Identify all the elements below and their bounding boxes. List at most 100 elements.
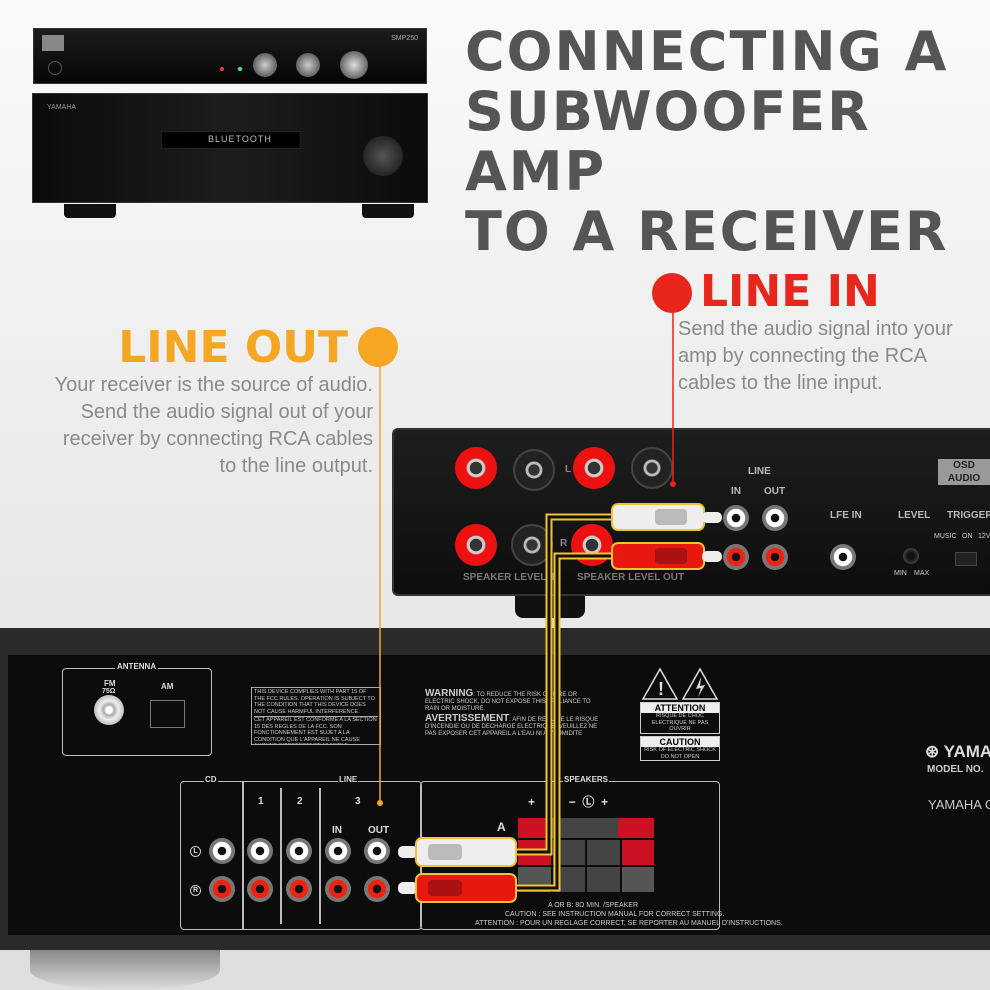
level-knob[interactable]	[903, 548, 919, 564]
sub-line-label: LINE	[748, 466, 771, 477]
line-in-description: Send the audio signal into your amp by c…	[678, 318, 953, 394]
front-units-image: SMP250 YAMAHA BLUETOOTH	[30, 28, 430, 218]
red-rca-plug-receiver	[398, 873, 517, 903]
white-rca-plug-receiver	[398, 837, 517, 867]
warning-heading: WARNING	[425, 688, 474, 699]
line-in-heading: LINE IN	[700, 266, 880, 317]
speaker-level-out-label: SPEAKER LEVEL OUT	[577, 572, 685, 583]
sub-line-in-label: IN	[731, 486, 741, 497]
warning-triangles-icon: !	[641, 667, 719, 700]
attention-label: ATTENTION RISQUE DE CHOC ELECTRIQUE NE P…	[640, 702, 720, 734]
fm-antenna-jack[interactable]	[94, 695, 124, 725]
sub-line-out-label: OUT	[764, 486, 786, 497]
line-3-out-label: OUT	[368, 825, 390, 836]
line3-out-left-jack[interactable]	[364, 838, 390, 864]
sub-l-label: L	[565, 464, 572, 475]
subwoofer-amp-front: SMP250	[33, 28, 427, 84]
trigger-on: ON	[962, 533, 973, 540]
line3-in-right-jack[interactable]	[325, 876, 351, 902]
level-max: MAX	[914, 570, 930, 577]
cd-right-jack[interactable]	[209, 876, 235, 902]
speaker-post-red	[455, 447, 497, 489]
cd-left-jack[interactable]	[209, 838, 235, 864]
receiver-volume-knob	[363, 136, 403, 176]
sub-r-label: R	[560, 538, 568, 549]
line-3-in-label: IN	[332, 825, 342, 836]
white-rca-plug-subamp	[611, 503, 722, 531]
title-line-1: CONNECTING A	[465, 20, 949, 83]
receiver-foot	[30, 950, 220, 990]
sub-line-out-left-jack[interactable]	[762, 505, 788, 531]
yamaha-brand-2: YAMAHA C	[928, 797, 990, 812]
phase-knob	[253, 53, 277, 77]
sub-line-in-right-jack[interactable]	[723, 544, 749, 570]
receiver-brand: YAMAHA	[47, 104, 77, 111]
caution-heading: CAUTION	[641, 737, 719, 747]
sub-line-out-right-jack[interactable]	[762, 544, 788, 570]
speaker-post-red	[455, 524, 497, 566]
line3-in-left-jack[interactable]	[325, 838, 351, 864]
divider	[242, 782, 244, 930]
right-channel-label: R	[190, 885, 201, 896]
line-in-callout-end	[670, 481, 676, 487]
speaker-terminal[interactable]	[587, 840, 620, 865]
yamaha-brand: ⊛ YAMAHA	[925, 742, 990, 762]
attention-bottom: ATTENTION : POUR UN REGLAGE CORRECT, SE …	[475, 920, 783, 927]
line-in-dot-icon	[652, 273, 692, 313]
attention-text: RISQUE DE CHOC ELECTRIQUE NE PAS OUVRIR	[651, 713, 709, 732]
page-title: CONNECTING A SUBWOOFER AMP TO A RECEIVER	[465, 22, 990, 262]
red-rca-cable	[515, 552, 612, 892]
line3-out-right-jack[interactable]	[364, 876, 390, 902]
warning-line: WARNING: TO REDUCE THE RISK OF FIRE OR E…	[425, 688, 605, 713]
line2-left-jack[interactable]	[286, 838, 312, 864]
title-line-3: TO A RECEIVER	[465, 200, 949, 263]
am-label: AM	[161, 682, 174, 691]
speaker-terminal[interactable]	[621, 840, 654, 865]
speaker-terminal[interactable]	[587, 867, 620, 892]
speaker-terminal[interactable]	[621, 867, 654, 892]
svg-text:!: !	[658, 679, 664, 699]
line1-left-jack[interactable]	[247, 838, 273, 864]
avertissement-heading: AVERTISSEMENT	[425, 713, 510, 724]
receiver-foot-right	[362, 204, 414, 218]
caution-bottom: CAUTION : SEE INSTRUCTION MANUAL FOR COR…	[505, 911, 725, 918]
line-2-label: 2	[297, 796, 303, 807]
white-rca-cable	[515, 513, 612, 856]
osd-logo	[42, 35, 64, 51]
fcc-text-en: THIS DEVICE COMPLIES WITH PART 15 OF THE…	[254, 689, 378, 717]
lfe-in-jack[interactable]	[830, 544, 856, 570]
trigger-music: MUSIC	[934, 533, 957, 540]
volume-knob	[340, 51, 368, 79]
sub-line-in-left-jack[interactable]	[723, 505, 749, 531]
antenna-label: ANTENNA	[115, 662, 159, 671]
title-line-2: SUBWOOFER AMP	[465, 80, 871, 203]
line2-right-jack[interactable]	[286, 876, 312, 902]
osd-logo-text: OSD AUDIO	[947, 460, 981, 484]
signal-led-icon	[238, 67, 242, 71]
speaker-level-in-label: SPEAKER LEVEL IN	[463, 572, 559, 583]
receiver-foot-left	[64, 204, 116, 218]
fm-ohm-label: 75Ω	[102, 688, 116, 695]
line1-right-jack[interactable]	[247, 876, 273, 902]
receiver-front: YAMAHA BLUETOOTH	[32, 93, 428, 203]
line-out-callout-end	[377, 800, 383, 806]
divider	[319, 788, 321, 924]
line-1-label: 1	[258, 796, 264, 807]
line-out-heading: LINE OUT	[118, 322, 348, 373]
speaker-a-label: A	[497, 820, 506, 834]
lfe-in-label: LFE IN	[830, 510, 862, 521]
trigger-switch[interactable]	[955, 552, 977, 566]
level-label: LEVEL	[898, 510, 931, 521]
impedance-label: A OR B: 8Ω MIN. /SPEAKER	[548, 902, 639, 909]
line-label: LINE	[338, 775, 359, 784]
line-3-label: 3	[355, 796, 361, 807]
display-text: BLUETOOTH	[208, 134, 272, 144]
am-antenna-terminal[interactable]	[150, 700, 185, 728]
amp-model: SMP250	[391, 35, 418, 42]
red-rca-plug-subamp	[611, 542, 722, 570]
yamaha-brand-text: YAMAHA	[943, 742, 990, 761]
caution-text: RISK OF ELECTRIC SHOCK DO NOT OPEN	[644, 747, 716, 760]
line-out-dot-icon	[358, 327, 398, 367]
cd-label: CD	[204, 775, 218, 784]
